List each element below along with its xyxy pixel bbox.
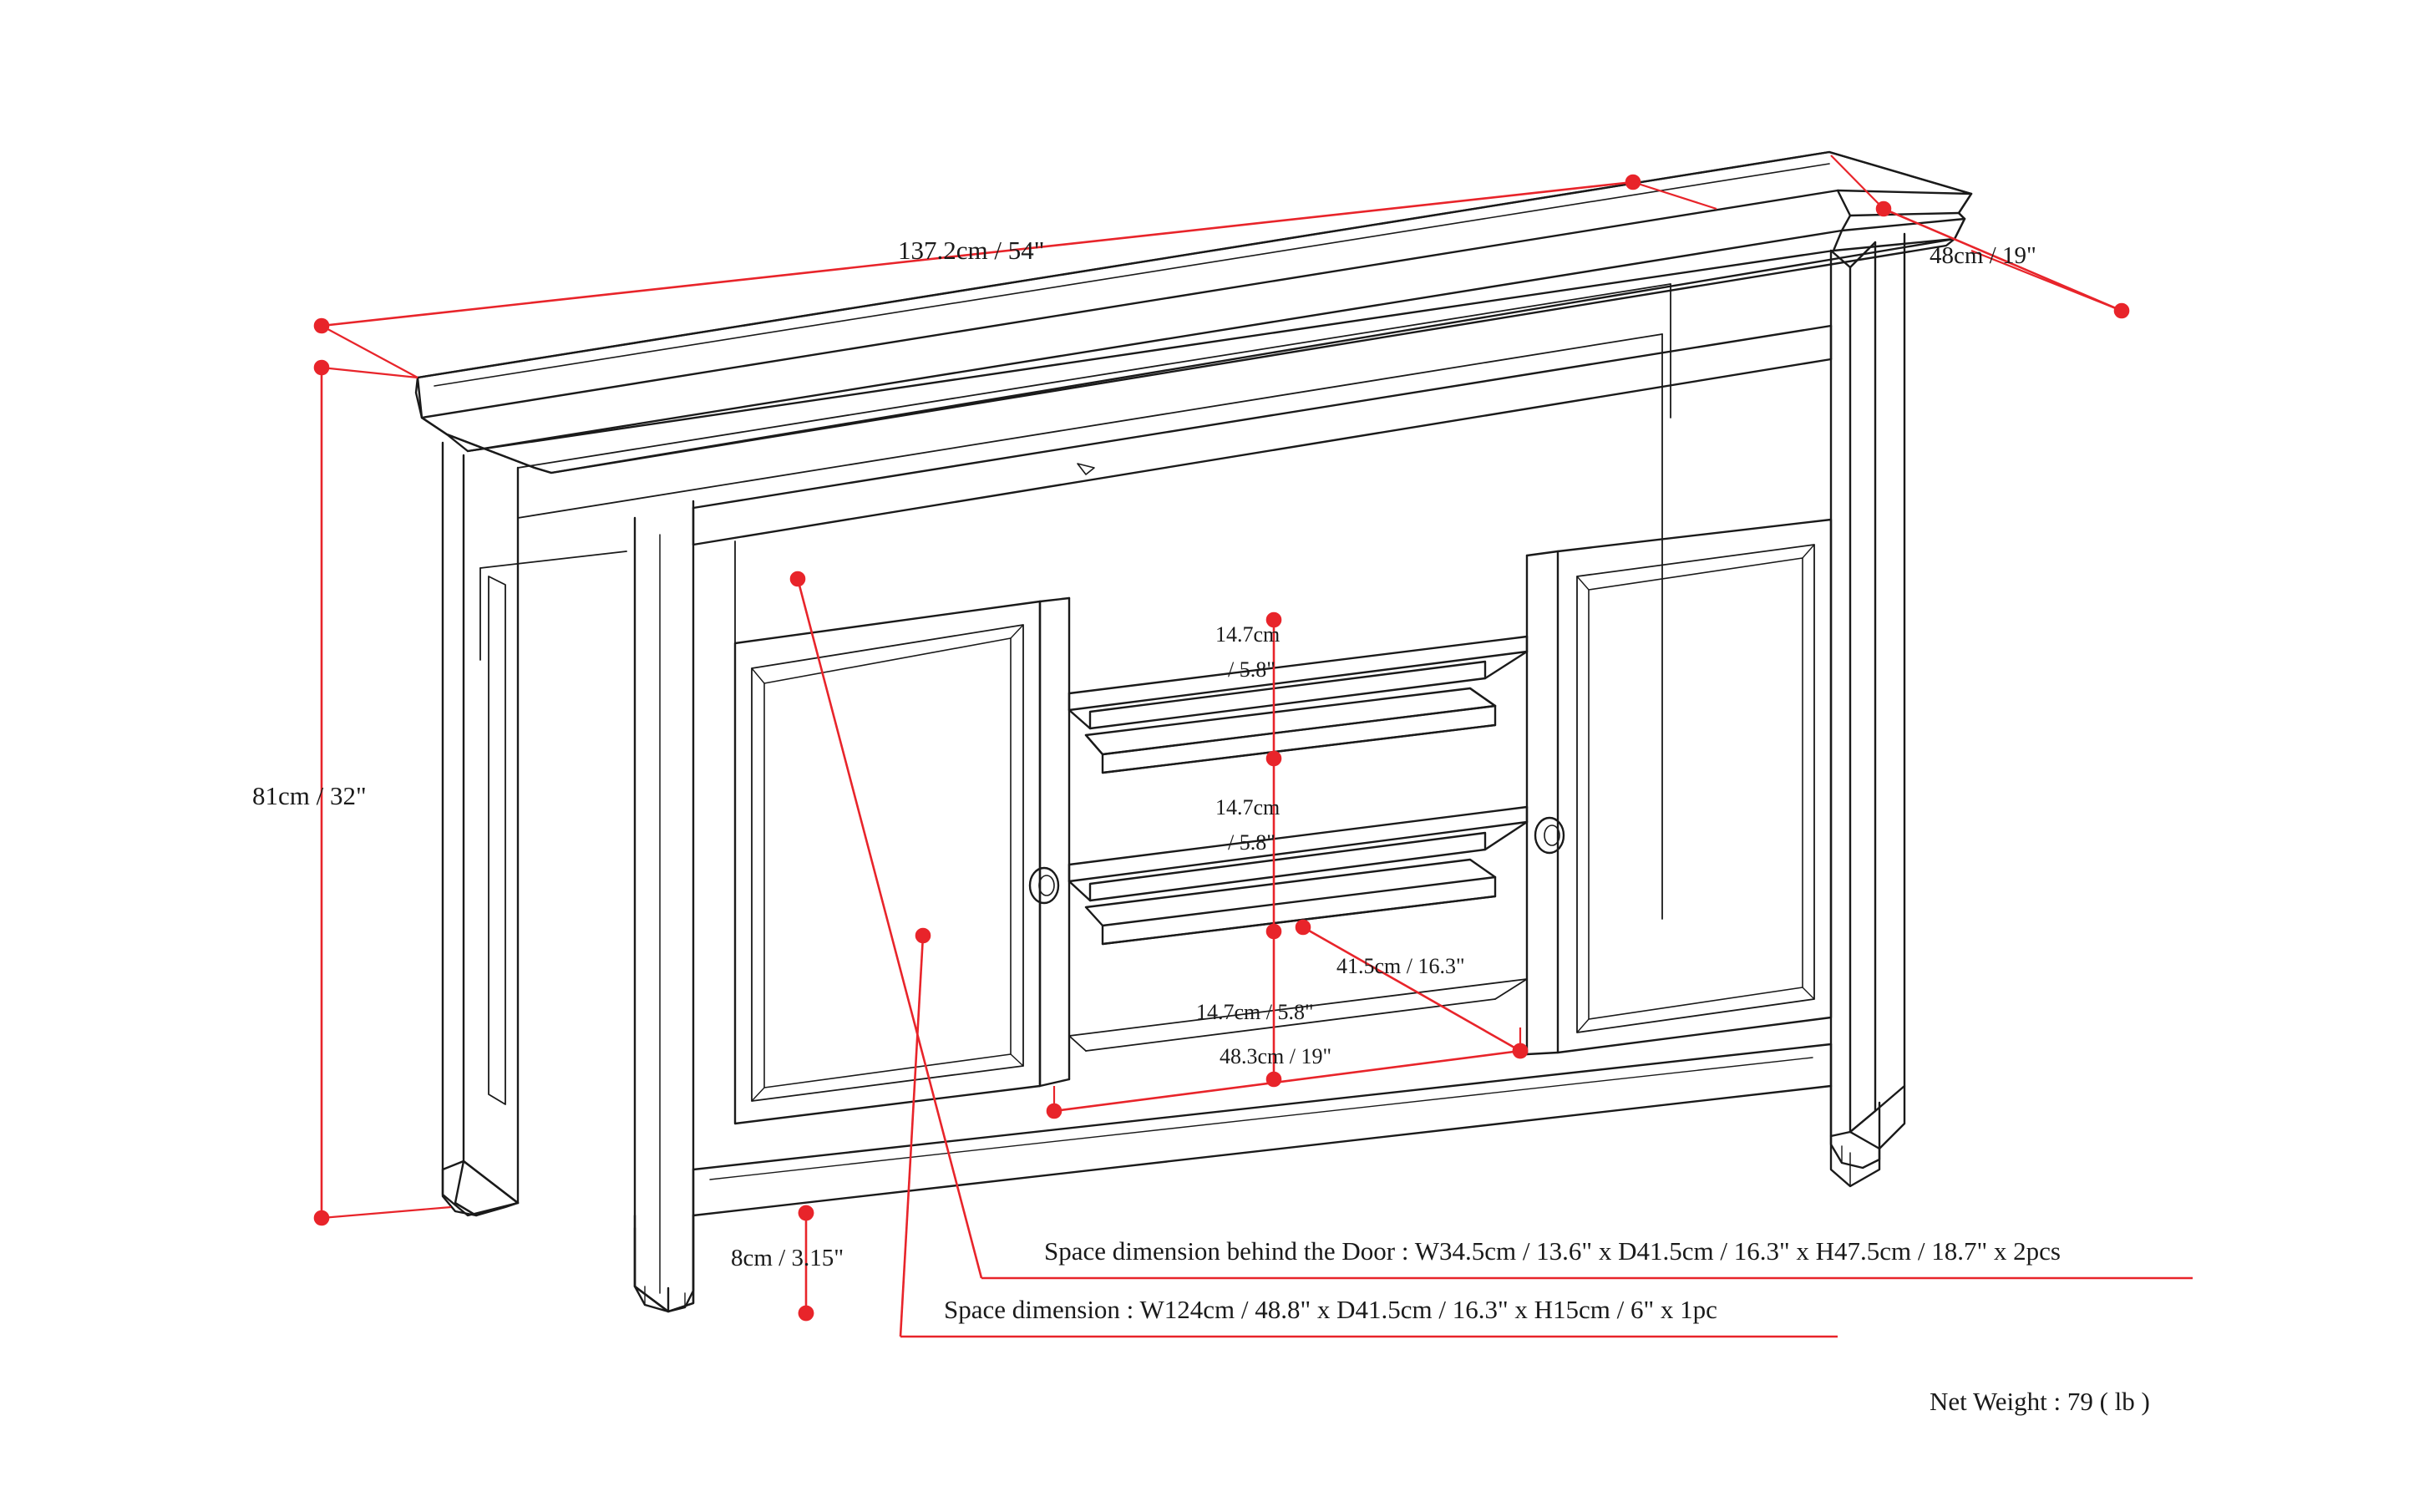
- dim-shelf-gap-middle-label2: / 5.8": [1228, 830, 1275, 855]
- dim-leg-label: 8cm / 3.15": [731, 1245, 844, 1271]
- dim-shelf-gap-top-label: 14.7cm: [1215, 622, 1281, 647]
- dim-height-label: 81cm / 32": [252, 781, 367, 810]
- note-door-space: Space dimension behind the Door : W34.5c…: [1044, 1236, 2061, 1266]
- net-weight-label: Net Weight : 79 ( lb ): [1930, 1387, 2150, 1416]
- note-open-space: Space dimension : W124cm / 48.8" x D41.5…: [944, 1295, 1717, 1324]
- dim-shelf-gap-bottom-label: 14.7cm / 5.8": [1196, 1000, 1314, 1024]
- dim-shelf-gap-middle-label: 14.7cm: [1215, 795, 1281, 819]
- dim-depth-label: 48cm / 19": [1930, 242, 2036, 269]
- dim-shelf-gap-top-label2: / 5.8": [1228, 657, 1275, 682]
- dim-center-width-label: 48.3cm / 19": [1220, 1044, 1332, 1068]
- dim-width-label: 137.2cm / 54": [898, 236, 1045, 265]
- dim-center-depth-label: 41.5cm / 16.3": [1336, 954, 1465, 978]
